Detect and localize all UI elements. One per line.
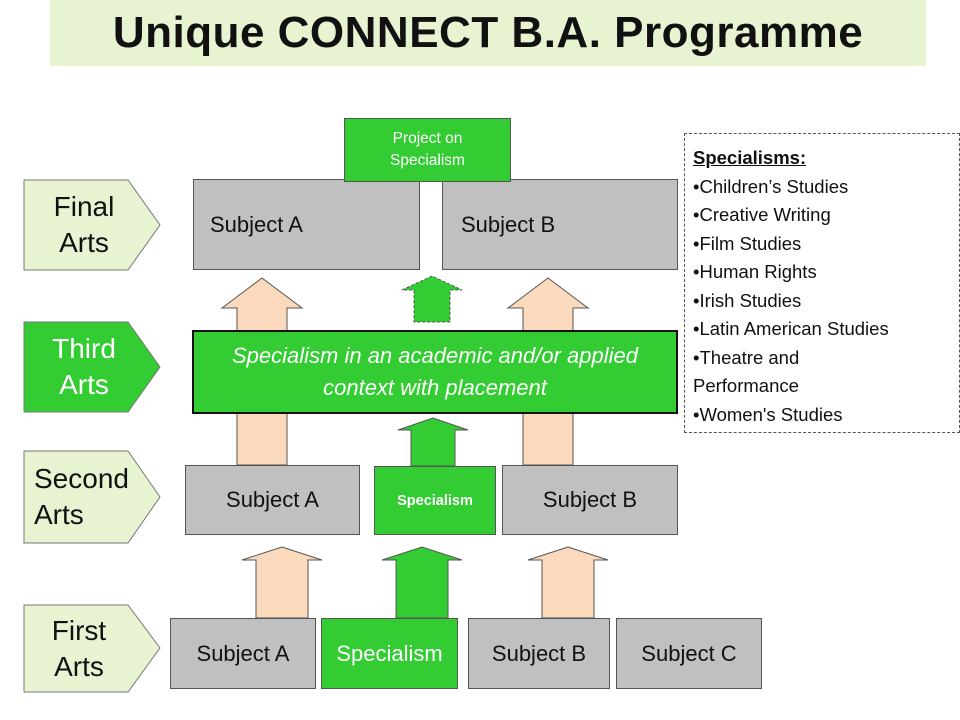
second-arts-label-line2: Arts: [34, 499, 84, 530]
third-arts-label-line2: Arts: [59, 369, 109, 400]
third-arts-label-line1: Third: [52, 333, 116, 364]
final-subject-b: Subject B: [442, 179, 678, 270]
specialism-item: •Theatre and Performance: [693, 346, 800, 397]
arrow-first-to-second-b: [527, 546, 609, 619]
arrow-first-to-second-specialism: [381, 546, 463, 619]
first-subject-a-label: Subject A: [196, 640, 290, 666]
second-specialism: Specialism: [374, 466, 496, 535]
final-subject-b-label: Subject B: [461, 211, 556, 237]
title-banner: Unique CONNECT B.A. Programme: [50, 0, 926, 66]
specialism-item: •Film Studies: [693, 232, 802, 254]
third-arts-label-shape: [23, 321, 161, 413]
arrow-second-to-third-specialism: [397, 417, 469, 467]
second-specialism-label: Specialism: [397, 492, 473, 509]
specialism-item: •Children’s Studies: [693, 175, 849, 197]
third-arts-specialism-label: Specialism in an academic and/or applied…: [231, 343, 638, 400]
first-specialism: Specialism: [321, 618, 458, 689]
first-arts-label-line1: First: [51, 614, 107, 646]
first-subject-b: Subject B: [468, 618, 610, 689]
final-subject-a-label: Subject A: [210, 211, 303, 237]
page-title: Unique CONNECT B.A. Programme: [112, 8, 864, 57]
specialisms-heading: Specialisms:: [693, 147, 807, 168]
third-arts-specialism: Specialism in an academic and/or applied…: [192, 330, 678, 414]
final-subject-a: Subject A: [193, 179, 420, 270]
first-subject-c: Subject C: [616, 618, 762, 689]
final-arts-label-line2: Arts: [59, 227, 109, 258]
first-specialism-label: Specialism: [336, 640, 443, 666]
specialism-item: •Women's Studies: [693, 403, 843, 425]
second-subject-b: Subject B: [502, 465, 678, 535]
project-on-specialism: Project on Specialism: [344, 118, 511, 182]
specialism-item: •Irish Studies: [693, 289, 802, 311]
specialism-item: •Latin American Studies: [693, 318, 889, 339]
arrow-first-to-second-a: [241, 546, 323, 619]
specialism-item: •Creative Writing: [693, 204, 831, 225]
first-subject-a: Subject A: [170, 618, 316, 689]
first-subject-b-label: Subject B: [491, 640, 587, 666]
arrow-third-to-project: [401, 275, 463, 323]
final-arts-label-line1: Final: [53, 191, 115, 222]
second-subject-a: Subject A: [185, 465, 360, 535]
first-arts-label-shape: [23, 604, 161, 693]
first-arts-label-line2: Arts: [54, 650, 104, 682]
specialisms-list: Specialisms: •Children’s Studies •Creati…: [684, 133, 960, 433]
second-arts-label-shape: [23, 450, 161, 544]
specialism-item: •Human Rights: [693, 261, 817, 282]
project-on-specialism-label: Project on Specialism: [390, 130, 465, 169]
second-subject-a-label: Subject A: [226, 487, 319, 512]
first-subject-c-label: Subject C: [641, 640, 737, 666]
final-arts-label-shape: [23, 179, 161, 271]
second-subject-b-label: Subject B: [542, 487, 638, 512]
second-arts-label-line1: Second: [34, 463, 129, 494]
